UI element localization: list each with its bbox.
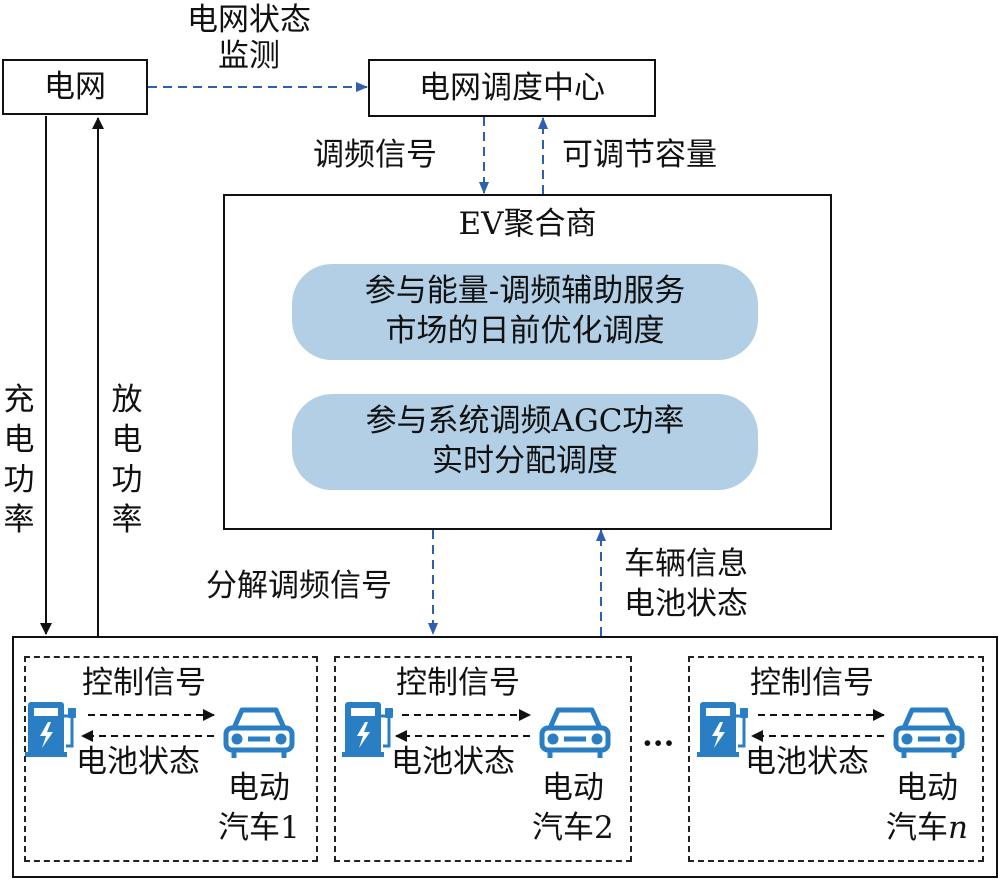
- electric-car-icon: [223, 707, 295, 758]
- ev-label: 电动 汽车1: [218, 770, 300, 846]
- vehicles-box: [12, 636, 998, 878]
- charging-station-icon: [25, 702, 76, 757]
- aggregator-title: EV聚合商: [458, 206, 597, 242]
- grid-state-line2: 监测: [218, 38, 280, 74]
- pill1-line1: 参与能量-调频辅助服务: [364, 273, 686, 309]
- ellipsis: ···: [642, 726, 675, 762]
- battery-state-label: 电池状态: [76, 744, 200, 780]
- decomposed-signal-label: 分解调频信号: [206, 568, 392, 604]
- pill2-line2: 实时分配调度: [432, 443, 618, 479]
- grid-box: 电网: [2, 59, 148, 115]
- grid-state-line1: 电网状态: [187, 2, 311, 38]
- vehicle-info-label: 车辆信息 电池状态: [624, 546, 748, 622]
- adjustable-capacity-label: 可调节容量: [562, 137, 717, 173]
- vehicle-group-n: [688, 656, 984, 862]
- discharge-power-label: 放 电 功 率: [111, 382, 143, 538]
- battery-state-label: 电池状态: [745, 744, 869, 780]
- dispatch-center-label: 电网调度中心: [419, 70, 605, 106]
- grid-label: 电网: [44, 69, 106, 105]
- battery-state-label: 电池状态: [391, 744, 515, 780]
- control-signal-label: 控制信号: [82, 665, 206, 701]
- electric-car-icon: [893, 707, 965, 758]
- vehicle-group-1: [24, 656, 318, 862]
- electric-car-icon: [539, 707, 611, 758]
- dispatch-center-box: 电网调度中心: [368, 59, 656, 117]
- ev-label: 电动 汽车n: [886, 770, 968, 846]
- day-ahead-dispatch-pill: 参与能量-调频辅助服务 市场的日前优化调度: [292, 264, 758, 360]
- freq-signal-label: 调频信号: [313, 137, 437, 173]
- control-signal-label: 控制信号: [750, 665, 874, 701]
- grid-state-monitor-label: 电网状态 监测: [160, 2, 338, 74]
- vehicle-group-2: [334, 656, 632, 862]
- pill2-line1: 参与系统调频AGC功率: [365, 403, 685, 439]
- charging-station-icon: [342, 702, 393, 757]
- charge-power-label: 充 电 功 率: [3, 382, 35, 538]
- realtime-agc-dispatch-pill: 参与系统调频AGC功率 实时分配调度: [292, 394, 758, 490]
- charging-station-icon: [697, 702, 748, 757]
- ev-label: 电动 汽车2: [532, 770, 614, 846]
- pill1-line2: 市场的日前优化调度: [385, 313, 665, 349]
- control-signal-label: 控制信号: [396, 665, 520, 701]
